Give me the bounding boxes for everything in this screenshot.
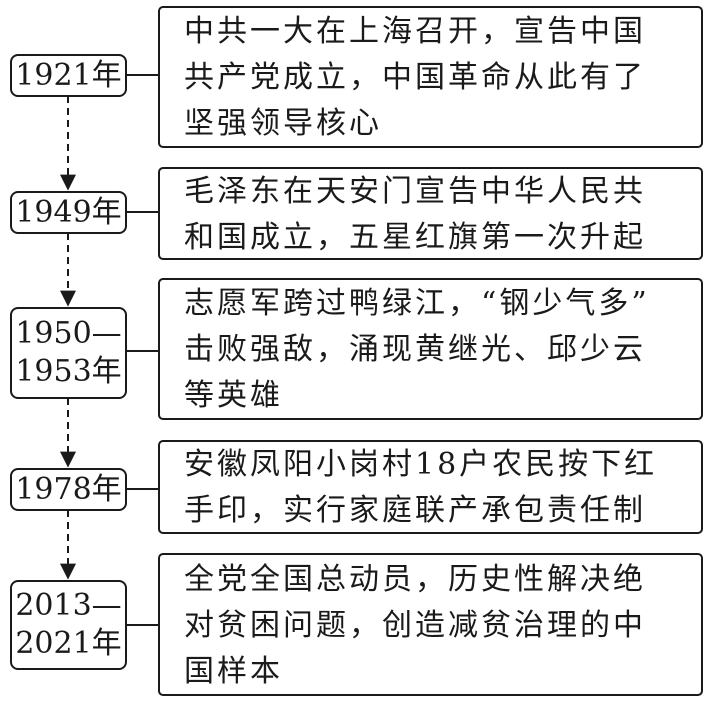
event-text-line: 中共一大在上海召开，宣告中国 bbox=[184, 14, 646, 49]
year-box-1978: 1978年 bbox=[10, 468, 127, 511]
event-text-line: 对贫困问题，创造减贫治理的中 bbox=[184, 607, 646, 643]
event-box-1950-1953: 志愿军跨过鸭绿江，“钢少气多” 击败强敌，涌现黄继光、邱少云 等英雄 bbox=[158, 278, 703, 420]
event-text-line: 安徽凤阳小岗村18户农民按下红 bbox=[184, 447, 658, 482]
event-box-1978: 安徽凤阳小岗村18户农民按下红 手印，实行家庭联产承包责任制 bbox=[158, 440, 703, 534]
event-text-line: 全党全国总动员，历史性解决绝 bbox=[184, 561, 646, 597]
event-box-2013-2021: 全党全国总动员，历史性解决绝 对贫困问题，创造减贫治理的中 国样本 bbox=[158, 553, 703, 696]
year-box-1921: 1921年 bbox=[10, 54, 127, 97]
year-label: 1950— bbox=[15, 316, 122, 351]
event-box-1921: 中共一大在上海召开，宣告中国 共产党成立，中国革命从此有了 坚强领导核心 bbox=[158, 6, 703, 148]
event-text-line: 毛泽东在天安门宣告中华人民共 bbox=[184, 173, 646, 209]
year-box-1949: 1949年 bbox=[10, 191, 127, 234]
year-label: 2013— bbox=[15, 588, 122, 623]
event-text-line: 坚强领导核心 bbox=[184, 106, 382, 141]
event-box-1949: 毛泽东在天安门宣告中华人民共 和国成立，五星红旗第一次升起 bbox=[158, 167, 703, 260]
year-label: 2021年 bbox=[15, 626, 122, 661]
event-text-line: 共产党成立，中国革命从此有了 bbox=[184, 60, 646, 95]
year-box-1950-1953: 1950— 1953年 bbox=[10, 307, 127, 399]
year-label: 1978年 bbox=[15, 471, 122, 507]
event-text-line: 志愿军跨过鸭绿江，“钢少气多” bbox=[184, 286, 650, 321]
event-text-line: 国样本 bbox=[184, 653, 283, 689]
year-label: 1949年 bbox=[15, 194, 122, 230]
year-label: 1921年 bbox=[15, 57, 122, 93]
event-text-line: 和国成立，五星红旗第一次升起 bbox=[184, 219, 646, 255]
year-label: 1953年 bbox=[15, 354, 122, 389]
event-text-line: 手印，实行家庭联产承包责任制 bbox=[184, 493, 646, 528]
event-text-line: 击败强敌，涌现黄继光、邱少云 bbox=[184, 332, 646, 367]
event-text-line: 等英雄 bbox=[184, 378, 283, 413]
year-box-2013-2021: 2013— 2021年 bbox=[10, 580, 127, 670]
